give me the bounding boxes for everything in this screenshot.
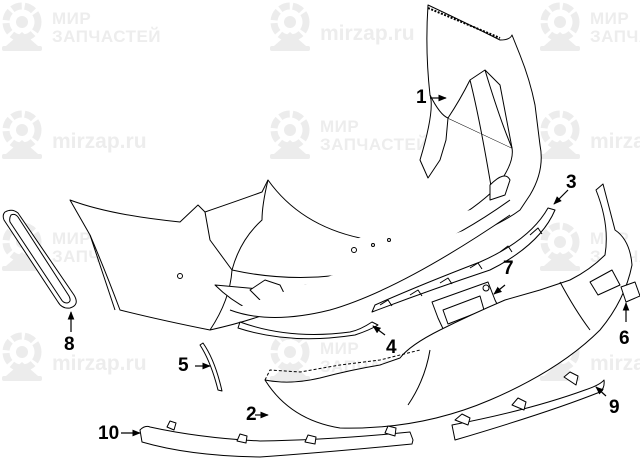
part-6-tow-cover[interactable] bbox=[620, 281, 640, 303]
callout-7[interactable]: 7 bbox=[503, 258, 514, 279]
part-3-bracket-strip[interactable] bbox=[371, 207, 556, 313]
callout-8[interactable]: 8 bbox=[64, 334, 75, 355]
part-8-reflector-bezel[interactable] bbox=[2, 209, 77, 309]
callout-2[interactable]: 2 bbox=[246, 404, 257, 425]
part-9-right-molding[interactable] bbox=[451, 371, 605, 441]
leader-7 bbox=[493, 284, 506, 295]
part-1-bumper-cover[interactable] bbox=[69, 4, 542, 331]
callout-5[interactable]: 5 bbox=[178, 355, 189, 376]
callout-10[interactable]: 10 bbox=[98, 423, 120, 444]
leader-9 bbox=[595, 386, 607, 397]
part-4-side-trim[interactable] bbox=[237, 321, 379, 340]
callout-6[interactable]: 6 bbox=[619, 328, 630, 349]
callout-3[interactable]: 3 bbox=[566, 172, 577, 193]
callout-4[interactable]: 4 bbox=[386, 337, 397, 358]
callout-1[interactable]: 1 bbox=[416, 87, 427, 108]
part-10-left-molding[interactable] bbox=[139, 420, 414, 458]
leader-4 bbox=[372, 325, 386, 336]
part-5-corner-molding[interactable] bbox=[199, 342, 223, 392]
part-2-lower-valance[interactable] bbox=[264, 183, 633, 429]
leader-3 bbox=[553, 189, 569, 205]
callout-9[interactable]: 9 bbox=[609, 397, 620, 418]
